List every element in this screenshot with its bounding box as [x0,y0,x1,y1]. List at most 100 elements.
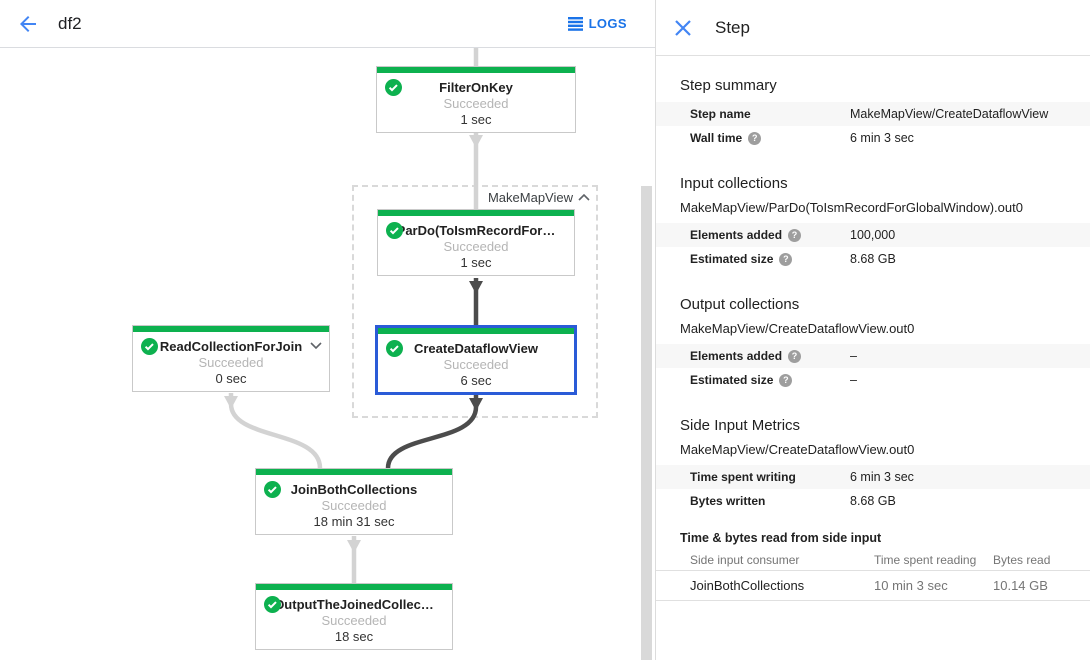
metric-label: Step name [690,107,751,121]
metric-value: – [850,349,857,363]
node-status: Succeeded [443,96,509,111]
section-heading-side-input-metrics: Side Input Metrics [680,417,801,434]
node-status: Succeeded [321,613,387,628]
node-time: 1 sec [460,255,492,270]
help-icon[interactable]: ? [788,349,802,363]
metric-row: Step name MakeMapView/CreateDataflowView [656,102,1090,126]
detail-header: Step [656,0,1090,56]
metric-label: Bytes written [690,494,766,508]
logs-list-icon [567,16,583,31]
section-heading-input-collections: Input collections [680,175,788,192]
side-input-collection-name: MakeMapView/CreateDataflowView.out0 [680,442,915,457]
node-title: FilterOnKey [439,80,513,95]
metric-row: Elements added ? – [656,344,1090,368]
section-heading-step-summary: Step summary [680,77,777,94]
status-bar [256,469,452,475]
metric-label: Time spent writing [690,470,796,484]
graph-node-outputthejoinedcollection[interactable]: OutputTheJoinedCollec… Succeeded 18 sec [255,583,453,650]
metric-row: Estimated size ? – [656,368,1090,392]
logs-button[interactable]: LOGS [567,16,627,31]
metric-label: Estimated size [690,252,774,266]
metric-row: Time spent writing 6 min 3 sec [656,465,1090,489]
column-header: Time spent reading [874,552,977,567]
metric-label: Estimated size [690,373,774,387]
metric-row: Estimated size ? 8.68 GB [656,247,1090,271]
panel-title: Step [715,17,750,37]
side-input-table-title: Time & bytes read from side input [680,531,882,545]
help-icon[interactable]: ? [779,252,793,266]
time-spent-reading: 10 min 3 sec [874,578,948,593]
graph-pane: df2 LOGS [0,0,655,660]
node-title: ReadCollectionForJoin [159,339,303,354]
job-title: df2 [58,13,82,33]
node-title: JoinBothCollections [290,482,418,497]
succeeded-check-icon [385,79,402,96]
summary-rows: Step name MakeMapView/CreateDataflowView… [656,102,1090,150]
metric-value: 8.68 GB [850,252,896,266]
help-icon[interactable]: ? [788,228,802,242]
status-bar [377,67,575,73]
table-header-row: Side input consumer Time spent reading B… [656,549,1090,571]
back-arrow-icon[interactable] [16,12,40,36]
group-name: MakeMapView [487,190,573,205]
input-rows: Elements added ? 100,000 Estimated size … [656,223,1090,271]
metric-row: Bytes written 8.68 GB [656,489,1090,513]
node-title: OutputTheJoinedCollec… [274,597,434,612]
metric-label: Elements added [690,228,783,242]
close-icon[interactable] [673,18,693,38]
succeeded-check-icon [386,340,403,357]
node-status: Succeeded [443,357,509,372]
side-input-consumer: JoinBothCollections [690,578,805,593]
output-collection-name: MakeMapView/CreateDataflowView.out0 [680,321,915,336]
metric-label: Wall time [690,131,743,145]
column-header: Side input consumer [690,552,800,567]
node-time: 18 sec [334,629,374,644]
succeeded-check-icon [141,338,158,355]
node-status: Succeeded [321,498,387,513]
status-bar [378,210,574,216]
step-detail-pane: Step Step summary Step name MakeMapView/… [656,0,1090,660]
graph-node-readcollectionforjoin[interactable]: ReadCollectionForJoin Succeeded 0 sec [132,325,330,392]
bytes-read: 10.14 GB [993,578,1048,593]
help-icon[interactable]: ? [779,373,793,387]
graph-node-filteronkey[interactable]: FilterOnKey Succeeded 1 sec [376,66,576,133]
metric-value: 6 min 3 sec [850,470,914,484]
table-row: JoinBothCollections 10 min 3 sec 10.14 G… [656,571,1090,601]
succeeded-check-icon [264,481,281,498]
succeeded-check-icon [264,596,281,613]
logs-label: LOGS [588,16,627,31]
graph-node-pardo-toismrecord[interactable]: ParDo(ToIsmRecordFor… Succeeded 1 sec [377,209,575,276]
node-status: Succeeded [443,239,509,254]
node-title: CreateDataflowView [413,341,539,356]
vertical-scrollbar-thumb[interactable] [641,186,652,660]
metric-value: 8.68 GB [850,494,896,508]
status-bar [378,328,574,334]
side-input-rows: Time spent writing 6 min 3 sec Bytes wri… [656,465,1090,513]
node-time: 0 sec [215,371,247,386]
graph-node-joinbothcollections[interactable]: JoinBothCollections Succeeded 18 min 31 … [255,468,453,535]
graph-node-createdataflowview-selected[interactable]: CreateDataflowView Succeeded 6 sec [375,325,577,395]
node-title: ParDo(ToIsmRecordFor… [396,223,556,238]
collapse-chevron-up-icon[interactable] [578,194,590,201]
output-rows: Elements added ? – Estimated size ? – [656,344,1090,392]
metric-value: 6 min 3 sec [850,131,914,145]
group-makemapview-label[interactable]: MakeMapView [352,190,590,205]
status-bar [133,326,329,332]
column-header: Bytes read [993,552,1051,567]
status-bar [256,584,452,590]
metric-label: Elements added [690,349,783,363]
input-collection-name: MakeMapView/ParDo(ToIsmRecordForGlobalWi… [680,200,1023,215]
metric-value: MakeMapView/CreateDataflowView [850,107,1049,121]
node-time: 6 sec [460,373,492,388]
expand-chevron-down-icon[interactable] [310,342,322,349]
metric-row: Wall time ? 6 min 3 sec [656,126,1090,150]
section-heading-output-collections: Output collections [680,296,800,313]
graph-header: df2 LOGS [0,0,655,48]
metric-row: Elements added ? 100,000 [656,223,1090,247]
succeeded-check-icon [386,222,403,239]
node-time: 18 min 31 sec [313,514,395,529]
pane-divider [655,0,656,660]
metric-value: – [850,373,857,387]
help-icon[interactable]: ? [748,131,762,145]
